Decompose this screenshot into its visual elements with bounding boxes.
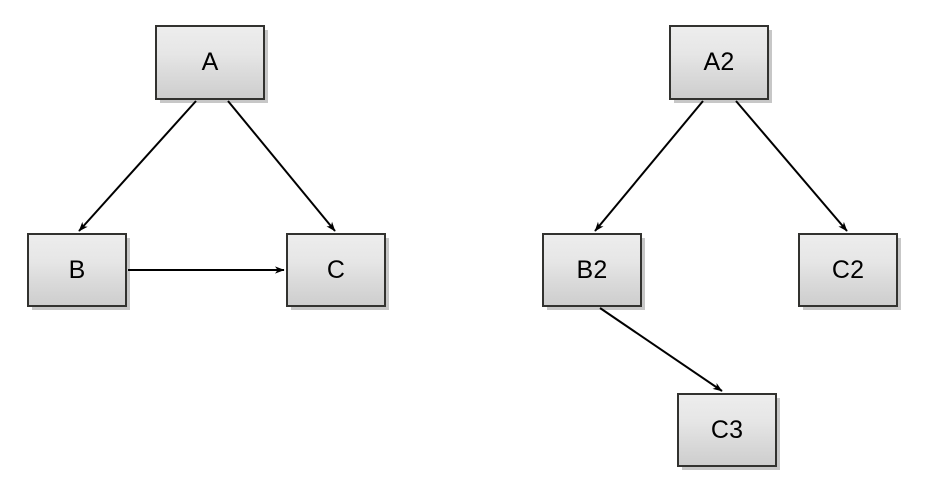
node-label-c: C [326, 255, 346, 284]
node-label-b2: B2 [576, 255, 608, 284]
edge-b2-to-c3 [599, 307, 723, 392]
edge-a-to-c [227, 100, 336, 232]
edge-a2-to-b2 [594, 100, 704, 232]
edge-a2-to-c2 [735, 100, 848, 232]
node-c[interactable]: C [286, 233, 386, 307]
node-c3[interactable]: C3 [677, 393, 777, 467]
node-a2[interactable]: A2 [669, 25, 769, 100]
edges-group [78, 100, 848, 392]
node-b[interactable]: B [27, 233, 127, 307]
node-label-b: B [68, 255, 86, 284]
node-b2[interactable]: B2 [542, 233, 642, 307]
node-label-c2: C2 [831, 255, 865, 284]
node-c2[interactable]: C2 [798, 233, 898, 307]
node-label-c3: C3 [710, 415, 744, 444]
node-a[interactable]: A [155, 25, 265, 100]
node-label-a2: A2 [703, 48, 735, 76]
edge-a-to-b [78, 100, 197, 232]
node-label-a: A [201, 48, 219, 76]
